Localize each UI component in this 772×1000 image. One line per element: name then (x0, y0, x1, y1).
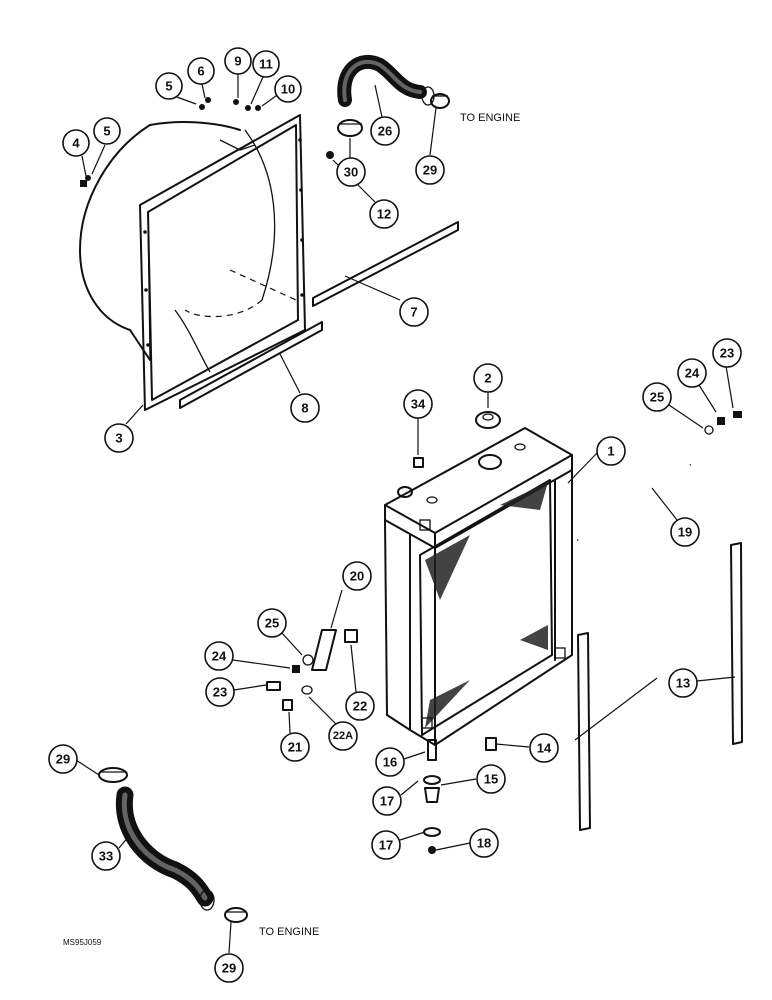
callout-14: 14 (529, 733, 559, 763)
lower-hose-clamps (98, 767, 248, 923)
callout-5b: 5 (155, 72, 183, 100)
svg-text:15: 15 (484, 772, 498, 787)
svg-text:29: 29 (423, 163, 437, 178)
svg-text:1: 1 (607, 444, 614, 459)
callout-8: 8 (290, 393, 320, 423)
callout-5a: 5 (93, 117, 121, 145)
svg-text:8: 8 (301, 401, 308, 416)
svg-text:11: 11 (259, 57, 273, 72)
svg-text:14: 14 (537, 741, 552, 756)
svg-text:23: 23 (720, 346, 734, 361)
svg-text:19: 19 (678, 525, 692, 540)
drain-hardware (266, 629, 358, 711)
callout-22: 22 (345, 691, 375, 721)
svg-text:13: 13 (676, 676, 690, 691)
radiator-cap (475, 411, 501, 429)
svg-text:24: 24 (212, 649, 227, 664)
fan-shroud (79, 114, 306, 411)
svg-text:17: 17 (380, 794, 394, 809)
svg-text:5: 5 (103, 124, 110, 139)
svg-text:5: 5 (165, 79, 172, 94)
svg-text:12: 12 (377, 207, 391, 222)
svg-text:23: 23 (213, 685, 227, 700)
callout-34: 34 (403, 389, 433, 419)
to-engine-label-upper: TO ENGINE (460, 112, 520, 124)
svg-text:2: 2 (484, 371, 491, 386)
svg-text:26: 26 (378, 124, 392, 139)
callout-25b: 25 (642, 382, 672, 412)
callout-30: 30 (336, 157, 366, 187)
svg-text:33: 33 (99, 849, 113, 864)
callout-17a: 17 (372, 786, 402, 816)
callout-29a: 29 (415, 155, 445, 185)
callout-2: 2 (473, 363, 503, 393)
svg-text:25: 25 (265, 616, 279, 631)
svg-text:6: 6 (197, 64, 204, 79)
callout-22a: 22A (328, 721, 358, 751)
svg-text:18: 18 (477, 836, 491, 851)
callout-1: 1 (596, 436, 626, 466)
callout-9: 9 (224, 47, 252, 75)
callout-19: 19 (670, 517, 700, 547)
callout-21: 21 (280, 732, 310, 762)
callout-20: 20 (342, 561, 372, 591)
svg-text:10: 10 (281, 82, 295, 97)
callout-23a: 23 (205, 677, 235, 707)
svg-text:29: 29 (56, 752, 70, 767)
lower-hose (115, 786, 215, 911)
svg-text:9: 9 (234, 54, 241, 69)
callout-18: 18 (469, 828, 499, 858)
callout-6: 6 (187, 57, 215, 85)
callout-25a: 25 (257, 608, 287, 638)
callout-7: 7 (399, 297, 429, 327)
svg-text:4: 4 (72, 136, 80, 151)
callout-26: 26 (370, 116, 400, 146)
svg-text:34: 34 (411, 397, 426, 412)
svg-text:16: 16 (383, 755, 397, 770)
svg-text:22: 22 (353, 699, 367, 714)
upper-hose (337, 54, 435, 107)
leader-lines (75, 74, 736, 954)
seal-strips-side (577, 542, 743, 831)
callout-17b: 17 (371, 830, 401, 860)
svg-text:7: 7 (410, 305, 417, 320)
drawing-code: MS95J059 (63, 938, 102, 947)
callout-11: 11 (252, 50, 280, 78)
svg-text:20: 20 (350, 569, 364, 584)
svg-text:30: 30 (344, 165, 358, 180)
callout-29c: 29 (214, 953, 244, 983)
upper-hose-clamps (337, 93, 450, 137)
callout-3: 3 (104, 423, 134, 453)
callout-24a: 24 (204, 641, 234, 671)
tube-hardware-right (704, 411, 742, 435)
callout-29b: 29 (48, 744, 78, 774)
seal-strips-upper (179, 221, 459, 409)
shroud-hardware (80, 97, 334, 187)
svg-text:22A: 22A (333, 730, 353, 742)
callout-10: 10 (274, 75, 302, 103)
callout-23b: 23 (712, 338, 742, 368)
callout-13: 13 (668, 668, 698, 698)
mount-hardware (423, 737, 497, 854)
to-engine-label-lower: TO ENGINE (259, 926, 319, 938)
svg-text:17: 17 (379, 838, 393, 853)
callout-24b: 24 (677, 358, 707, 388)
svg-text:21: 21 (288, 740, 302, 755)
callout-12: 12 (369, 199, 399, 229)
svg-text:24: 24 (685, 366, 700, 381)
callout-4: 4 (62, 129, 90, 157)
plug (413, 457, 424, 468)
svg-text:25: 25 (650, 390, 664, 405)
radiator (384, 427, 573, 746)
svg-text:29: 29 (222, 961, 236, 976)
overflow-tube (576, 462, 692, 543)
callout-15: 15 (476, 764, 506, 794)
svg-text:3: 3 (115, 431, 122, 446)
callout-33: 33 (91, 841, 121, 871)
callout-16: 16 (375, 747, 405, 777)
